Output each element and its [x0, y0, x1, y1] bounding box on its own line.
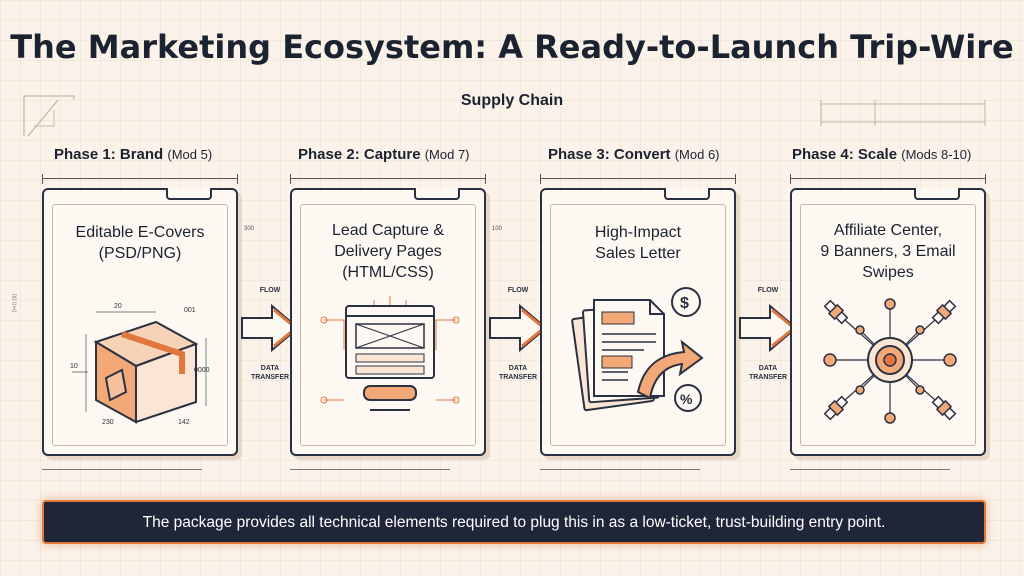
page-subtitle: Supply Chain	[460, 92, 564, 109]
dimension-line-1	[42, 174, 238, 184]
phase-4-label: Affiliate Center, 9 Banners, 3 Email Swi…	[820, 222, 956, 281]
box-dim-e: 230	[102, 419, 114, 426]
dimension-line-2	[290, 174, 486, 184]
box-dim-d: 0000	[194, 367, 210, 374]
box-dim-c: 10	[70, 363, 78, 370]
phase-2-heading: Phase 2: Capture (Mod 7)	[298, 146, 470, 163]
box-dim-f: 142	[178, 419, 190, 426]
phase-4-card: Affiliate Center, 9 Banners, 3 Email Swi…	[790, 188, 986, 456]
phase-1-card: Editable E-Covers (PSD/PNG) 20 001 10 00…	[42, 188, 238, 456]
phase-1-heading: Phase 1: Brand (Mod 5)	[54, 146, 212, 163]
dimension-mark-2: 100	[492, 226, 503, 232]
flow-label-1: FLOW	[259, 287, 281, 294]
phase-1-label: Editable E-Covers (PSD/PNG)	[75, 224, 205, 262]
transfer-label-3: DATA TRANSFER	[748, 365, 788, 381]
box-dim-b: 001	[184, 307, 196, 314]
transfer-label-1: DATA TRANSFER	[250, 365, 290, 381]
network-hub-icon	[823, 298, 957, 424]
dimension-mark-1: 300	[244, 226, 255, 232]
blueprint-sketch-right	[820, 100, 986, 126]
flow-label-2: FLOW	[507, 287, 529, 294]
phase-2-card: Lead Capture & Delivery Pages (HTML/CSS)	[290, 188, 486, 456]
page-title: The Marketing Ecosystem: A Ready-to-Laun…	[10, 28, 1014, 66]
sales-letter-icon: $ %	[571, 287, 704, 412]
dimension-line-3	[540, 174, 736, 184]
transfer-label-2: DATA TRANSFER	[498, 365, 538, 381]
box-dim-a: 20	[114, 303, 122, 310]
footer-dimension-3	[540, 462, 700, 470]
phase-1-mod: (Mod 5)	[167, 147, 213, 162]
footer-dimension-4	[790, 462, 950, 470]
phase-3-card: High-Impact Sales Letter $ %	[540, 188, 736, 456]
phase-3-label: High-Impact Sales Letter	[594, 224, 682, 262]
side-dimension-mark: 0+0.00	[12, 293, 19, 313]
phase-4-mod: (Mods 8-10)	[901, 147, 972, 162]
phase-4-heading: Phase 4: Scale (Mods 8-10)	[792, 146, 971, 163]
box-icon: 20 001 10 0000 230 142	[70, 303, 210, 426]
phase-4-name: Phase 4: Scale	[792, 146, 898, 163]
footer-dimension-1	[42, 462, 202, 470]
flow-label-3: FLOW	[757, 287, 779, 294]
blueprint-sketch-left	[23, 95, 75, 137]
phase-3-mod: (Mod 6)	[674, 147, 720, 162]
footer-dimension-2	[290, 462, 450, 470]
phase-2-name: Phase 2: Capture	[298, 146, 421, 163]
phase-2-label: Lead Capture & Delivery Pages (HTML/CSS)	[331, 222, 445, 281]
dollar-symbol: $	[680, 295, 689, 312]
phase-2-mod: (Mod 7)	[424, 147, 470, 162]
summary-banner: The package provides all technical eleme…	[42, 500, 986, 544]
phase-1-name: Phase 1: Brand	[54, 146, 164, 163]
phase-3-heading: Phase 3: Convert (Mod 6)	[548, 146, 720, 163]
dimension-line-4	[790, 174, 986, 184]
percent-symbol: %	[680, 391, 693, 407]
webpage-icon	[320, 296, 460, 411]
summary-banner-text: The package provides all technical eleme…	[142, 514, 886, 531]
phase-3-name: Phase 3: Convert	[548, 146, 671, 163]
